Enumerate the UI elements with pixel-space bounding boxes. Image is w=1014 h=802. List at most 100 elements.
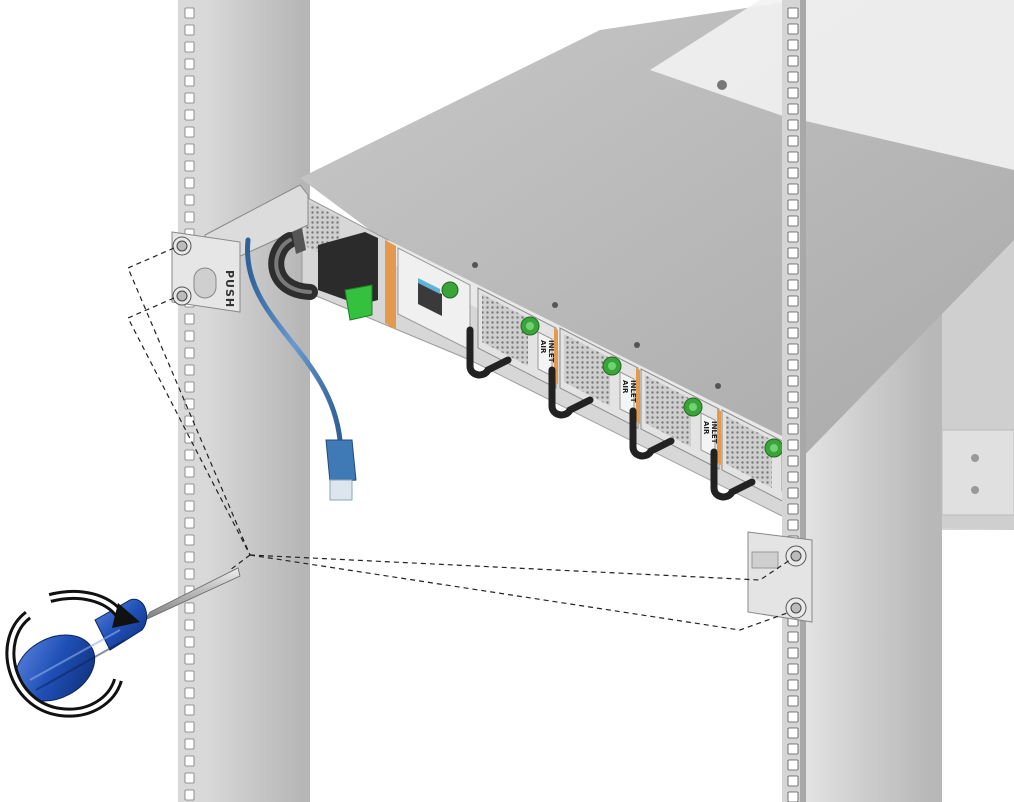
push-label: PUSH xyxy=(223,270,236,308)
rack-hole xyxy=(787,7,799,19)
release-tab xyxy=(344,284,373,321)
callout-line xyxy=(249,554,791,581)
rack-hole xyxy=(787,215,799,227)
rack-hole xyxy=(184,24,195,36)
rack-hole xyxy=(184,517,195,529)
rack-hole xyxy=(787,759,799,771)
psu-handle xyxy=(629,407,675,460)
right-mounting-bracket xyxy=(747,531,813,623)
rack-hole xyxy=(787,55,799,67)
rack-hole xyxy=(787,23,799,35)
rack-hole xyxy=(787,311,799,323)
rack-hole xyxy=(184,602,195,614)
left-rack-post xyxy=(178,0,310,802)
rack-hole xyxy=(787,343,799,355)
rack-hole xyxy=(787,791,799,802)
rack-hole xyxy=(184,92,195,104)
rack-hole xyxy=(184,568,195,580)
rack-hole xyxy=(184,58,195,70)
rack-hole xyxy=(787,151,799,163)
rack-hole xyxy=(787,455,799,467)
rack-hole xyxy=(787,727,799,739)
rack-hole xyxy=(787,295,799,307)
rack-hole xyxy=(787,375,799,387)
rack-hole xyxy=(184,789,195,801)
callout-line xyxy=(249,554,791,631)
rack-hole xyxy=(184,483,195,495)
rack-hole xyxy=(184,670,195,682)
rack-hole xyxy=(787,119,799,131)
rack-hole xyxy=(787,135,799,147)
rack-hole xyxy=(787,359,799,371)
rack-hole xyxy=(787,631,799,643)
rack-hole xyxy=(787,471,799,483)
rack-hole xyxy=(184,636,195,648)
rack-hole xyxy=(787,519,799,531)
rack-hole xyxy=(184,466,195,478)
rack-hole xyxy=(184,551,195,563)
rack-hole xyxy=(787,695,799,707)
rack-hole xyxy=(184,126,195,138)
rack-hole xyxy=(184,194,195,206)
rack-hole xyxy=(787,663,799,675)
callout-line xyxy=(127,297,251,556)
bracket-slot xyxy=(193,267,217,299)
rack-screw-icon xyxy=(172,236,192,256)
callout-line xyxy=(229,554,251,571)
rack-hole xyxy=(184,143,195,155)
rack-hole xyxy=(787,71,799,83)
rack-hole xyxy=(184,704,195,716)
psu-module: AIRINLET xyxy=(548,327,640,429)
rack-hole xyxy=(787,183,799,195)
rack-hole xyxy=(184,381,195,393)
psu-air-inlet-label: AIRINLET xyxy=(539,340,555,363)
rack-hole xyxy=(184,619,195,631)
rack-hole xyxy=(184,109,195,121)
rack-hole xyxy=(787,423,799,435)
rack-hole xyxy=(184,738,195,750)
rotation-arrow-icon xyxy=(5,589,140,718)
rack-hole xyxy=(184,41,195,53)
rack-hole xyxy=(787,439,799,451)
rack-hole xyxy=(787,263,799,275)
rack-hole xyxy=(184,330,195,342)
network-port-icon xyxy=(418,282,442,316)
psu-air-inlet-label: AIRINLET xyxy=(702,421,718,444)
rack-hole xyxy=(184,160,195,172)
psu-module: AIRINLET xyxy=(466,287,558,389)
rack-hole xyxy=(787,775,799,787)
rack-hole xyxy=(184,653,195,665)
rack-hole xyxy=(184,7,195,19)
thumbscrew-icon xyxy=(441,281,459,299)
rack-hole xyxy=(184,534,195,546)
rack-hole xyxy=(184,755,195,767)
rack-hole xyxy=(787,231,799,243)
rack-hole xyxy=(787,39,799,51)
rack-hole xyxy=(787,743,799,755)
rack-hole xyxy=(184,364,195,376)
callout-lines xyxy=(127,247,791,631)
rack-hole xyxy=(787,647,799,659)
rack-screw-icon xyxy=(785,597,807,619)
rack-screw-icon xyxy=(172,286,192,306)
rack-hole xyxy=(184,347,195,359)
psu-air-inlet-label: AIRINLET xyxy=(621,380,637,403)
rack-screw-icon xyxy=(785,545,807,567)
rack-hole xyxy=(787,167,799,179)
psu-module: AIRINLET xyxy=(629,368,721,470)
rack-hole xyxy=(184,500,195,512)
rack-hole xyxy=(787,407,799,419)
rack-hole xyxy=(184,432,195,444)
rack-hole xyxy=(184,687,195,699)
rack-hole xyxy=(787,103,799,115)
psu-handle xyxy=(548,366,594,419)
rack-hole xyxy=(184,415,195,427)
left-mounting-bracket: PUSH xyxy=(171,184,309,313)
rack-hole xyxy=(787,279,799,291)
rack-hole xyxy=(787,679,799,691)
rack-hole xyxy=(787,327,799,339)
psu-handle xyxy=(466,326,512,379)
rack-hole xyxy=(184,721,195,733)
rack-hole xyxy=(184,211,195,223)
rack-hole xyxy=(787,487,799,499)
